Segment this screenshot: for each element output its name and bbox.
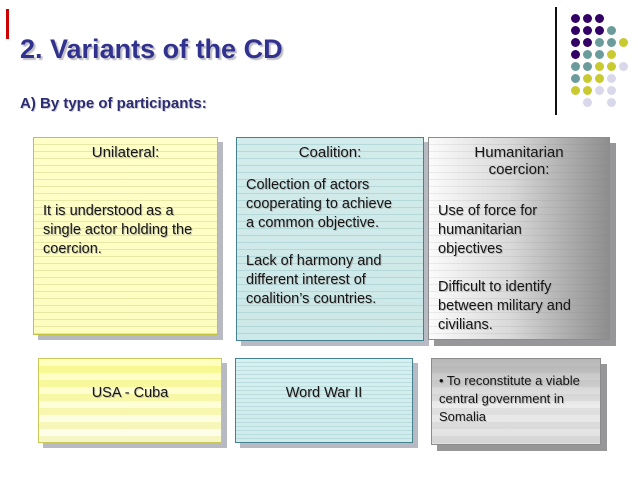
decoration-dot xyxy=(583,98,592,107)
note-coalition: Coalition: Collection of actors cooperat… xyxy=(236,137,424,341)
decoration-dot xyxy=(595,86,604,95)
note-coalition-title: Coalition: xyxy=(298,144,362,161)
note-coalition-body: Collection of actors cooperating to achi… xyxy=(246,177,392,307)
decoration-dot xyxy=(607,98,616,107)
decoration-dot xyxy=(607,26,616,35)
slide-title: 2. Variants of the CD xyxy=(20,34,283,64)
example-word-war-2: Word War II xyxy=(235,358,413,443)
decoration-dot xyxy=(595,38,604,47)
decoration-dot xyxy=(571,86,580,95)
decoration-dot xyxy=(571,62,580,71)
decoration-dot xyxy=(583,26,592,35)
decoration-dot xyxy=(607,86,616,95)
decoration-dot xyxy=(607,50,616,59)
example-usa-cuba: USA - Cuba xyxy=(38,358,222,443)
decoration-dot xyxy=(595,50,604,59)
decoration-dot xyxy=(571,74,580,83)
decoration-dot xyxy=(595,74,604,83)
decoration-dot xyxy=(571,38,580,47)
decoration-vertical-line xyxy=(555,7,557,115)
decoration-dot xyxy=(607,74,616,83)
decoration-dot xyxy=(607,62,616,71)
decoration-dot xyxy=(583,50,592,59)
decoration-dot xyxy=(571,50,580,59)
example-somalia-label: • To reconstitute a viable central gover… xyxy=(439,373,580,424)
decoration-dot xyxy=(595,14,604,23)
dots-decoration-icon xyxy=(571,14,637,114)
decoration-dot xyxy=(607,38,616,47)
decoration-dot xyxy=(583,62,592,71)
decoration-dot xyxy=(619,62,628,71)
decoration-dot xyxy=(583,74,592,83)
note-humanitarian-title: Humanitarian coercion: xyxy=(474,144,564,178)
decoration-dot xyxy=(619,38,628,47)
decoration-dot xyxy=(583,14,592,23)
example-somalia: • To reconstitute a viable central gover… xyxy=(431,358,601,445)
decoration-dot xyxy=(583,86,592,95)
decoration-dot xyxy=(571,26,580,35)
decoration-dot xyxy=(595,26,604,35)
note-humanitarian: Humanitarian coercion: Use of force for … xyxy=(428,137,610,340)
note-unilateral-title: Unilateral: xyxy=(91,144,160,161)
example-word-war-2-label: Word War II xyxy=(285,385,363,401)
decoration-dot xyxy=(595,62,604,71)
decoration-dot xyxy=(571,14,580,23)
note-humanitarian-body: Use of force for humanitarian objectives… xyxy=(438,203,571,333)
example-usa-cuba-label: USA - Cuba xyxy=(91,385,169,401)
decoration-dot xyxy=(583,38,592,47)
note-unilateral: Unilateral: It is understood as a single… xyxy=(33,137,218,335)
slide-subtitle: A) By type of participants: xyxy=(20,95,207,112)
red-accent-bar xyxy=(6,9,9,39)
note-unilateral-body: It is understood as a single actor holdi… xyxy=(43,203,193,257)
